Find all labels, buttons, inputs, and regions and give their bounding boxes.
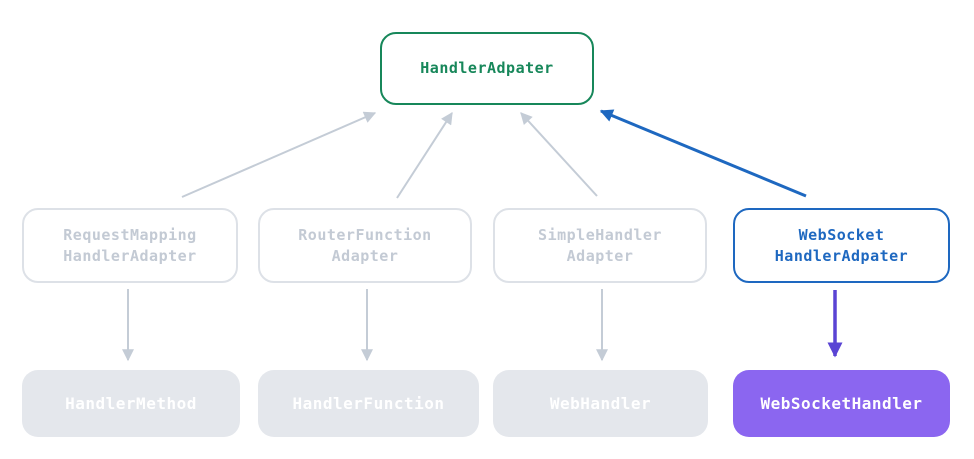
edge-websocketadapter-to-handleradapter (599, 109, 807, 198)
node-router-function-adapter: RouterFunction Adapter (258, 208, 472, 283)
node-label: WebHandler (549, 394, 652, 413)
node-handler-adapter: HandlerAdpater (380, 32, 594, 105)
edge-simplehandler-to-handleradapter (520, 112, 598, 197)
node-label-line: Adapter (566, 246, 634, 265)
node-label-line: Adapter (331, 246, 399, 265)
node-request-mapping-handler-adapter: RequestMapping HandlerAdapter (22, 208, 238, 283)
node-label-line: SimpleHandler (538, 225, 662, 244)
node-label: HandlerMethod (65, 394, 197, 413)
node-label-line: HandlerAdpater (774, 246, 909, 265)
node-simple-handler-adapter: SimpleHandler Adapter (493, 208, 707, 283)
node-label-line: WebSocket (798, 225, 885, 244)
node-label: HandlerFunction (292, 394, 445, 413)
edge-routerfunction-to-handleradapter (396, 111, 453, 199)
node-label-line: HandlerAdapter (63, 246, 197, 265)
node-handler-adapter-label: HandlerAdpater (420, 59, 554, 77)
node-websocket-handler-adapter: WebSocket HandlerAdpater (733, 208, 950, 283)
node-label: WebSocketHandler (760, 394, 923, 413)
node-handler-method: HandlerMethod (22, 370, 240, 437)
node-web-handler: WebHandler (493, 370, 708, 437)
node-label-line: RouterFunction (298, 225, 432, 244)
node-label-line: RequestMapping (63, 225, 197, 244)
edge-requestmapping-to-handleradapter (181, 111, 377, 198)
node-handler-function: HandlerFunction (258, 370, 479, 437)
node-websocket-handler: WebSocketHandler (733, 370, 950, 437)
